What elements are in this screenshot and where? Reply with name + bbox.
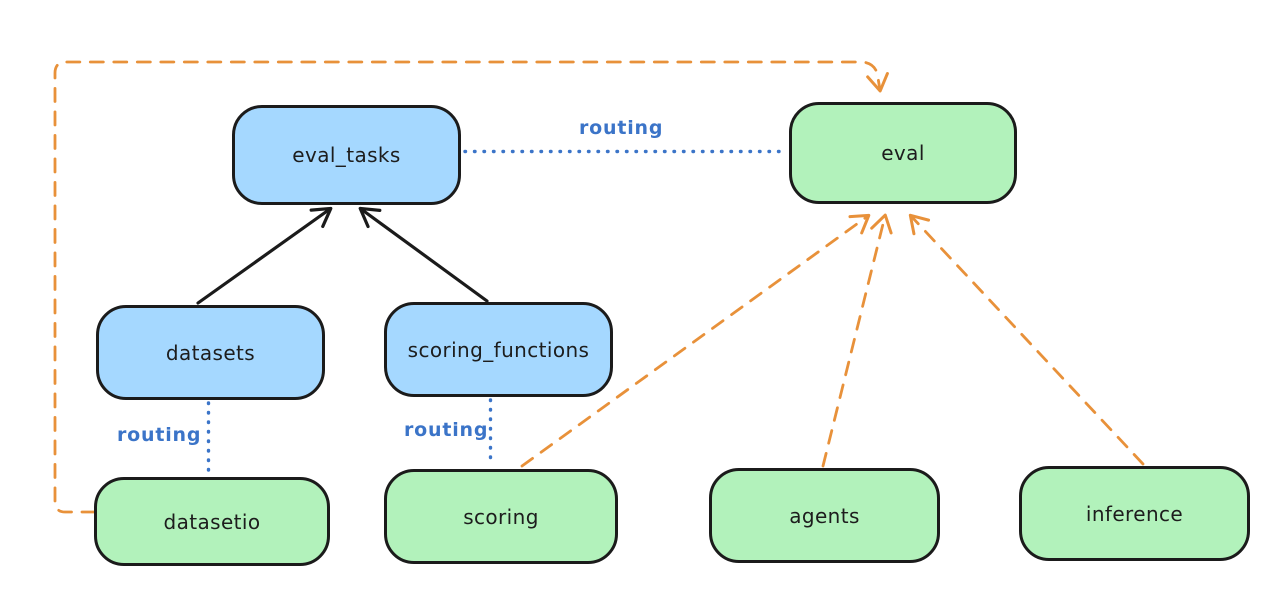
edge-scoring-to-eval — [520, 213, 871, 468]
node-scoring: scoring — [384, 469, 618, 564]
node-scoring_functions: scoring_functions — [384, 302, 613, 397]
node-agents: agents — [709, 468, 940, 563]
node-scoring_functions-label: scoring_functions — [407, 337, 590, 362]
node-datasets-label: datasets — [165, 340, 256, 365]
routing-label-datasets-datasetio: routing — [117, 424, 202, 446]
routing-label-scoring_functions-scoring: routing — [404, 419, 489, 441]
edge-inference-to-eval — [908, 213, 1145, 466]
edge-agents-to-eval — [821, 213, 893, 468]
node-eval: eval — [789, 102, 1017, 204]
node-inference-label: inference — [1085, 501, 1184, 526]
node-eval_tasks-label: eval_tasks — [292, 143, 401, 167]
node-inference: inference — [1019, 466, 1250, 561]
node-datasetio: datasetio — [94, 477, 330, 566]
edge-scoring_functions-to-eval_tasks — [358, 206, 489, 303]
node-eval-label: eval — [881, 141, 925, 165]
edge-datasets-to-eval_tasks — [196, 206, 333, 305]
routing-label-eval_tasks-eval: routing — [579, 117, 664, 139]
node-eval_tasks: eval_tasks — [232, 105, 461, 205]
node-agents-label: agents — [789, 503, 860, 528]
node-datasets: datasets — [96, 305, 325, 400]
node-scoring-label: scoring — [463, 504, 539, 529]
node-datasetio-label: datasetio — [163, 509, 261, 534]
edge-datasetio-to-eval — [53, 60, 889, 514]
